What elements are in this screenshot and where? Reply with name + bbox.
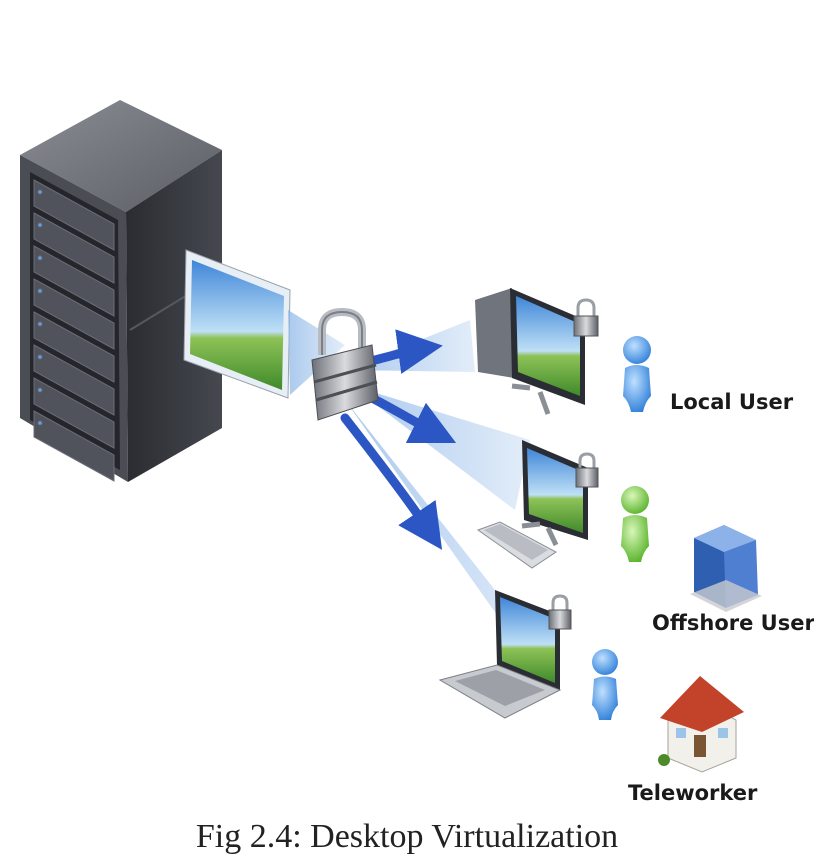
padlock-icon (548, 594, 572, 630)
monitor-icon (475, 288, 599, 415)
figure-caption: Fig 2.4: Desktop Virtualization (195, 818, 619, 855)
user-icon (623, 336, 651, 412)
rack-led (37, 288, 43, 294)
padlock-icon (573, 298, 599, 337)
rack-led (37, 321, 43, 327)
rack-led (37, 387, 43, 393)
rack-led (37, 189, 43, 195)
rack-unit (33, 278, 115, 350)
padlock-icon (575, 452, 599, 488)
rack-unit (33, 245, 115, 317)
rack-led (37, 420, 43, 426)
virtual-desktop-icon (183, 249, 291, 399)
padlock-icon (311, 307, 379, 421)
keyboard-icon (476, 521, 557, 569)
server-rack-icon (20, 100, 222, 482)
rack-led (37, 222, 43, 228)
monitor-icon (521, 440, 599, 547)
rack-unit (33, 410, 115, 482)
label-offshore-user: Offshore User (652, 611, 814, 635)
rack-unit (33, 377, 115, 449)
rack-unit (33, 311, 115, 383)
rack-led (37, 354, 43, 360)
building-icon (690, 525, 762, 612)
rack-unit (33, 212, 115, 284)
rack-unit (33, 344, 115, 416)
connection-arrows (340, 329, 457, 550)
user-icon (621, 486, 649, 562)
label-local-user: Local User (670, 390, 794, 414)
house-icon (658, 676, 744, 773)
user-icon (592, 649, 618, 720)
rack-led (37, 255, 43, 261)
laptop-icon (438, 590, 572, 719)
rack-unit (33, 179, 115, 251)
label-teleworker: Teleworker (628, 781, 758, 805)
